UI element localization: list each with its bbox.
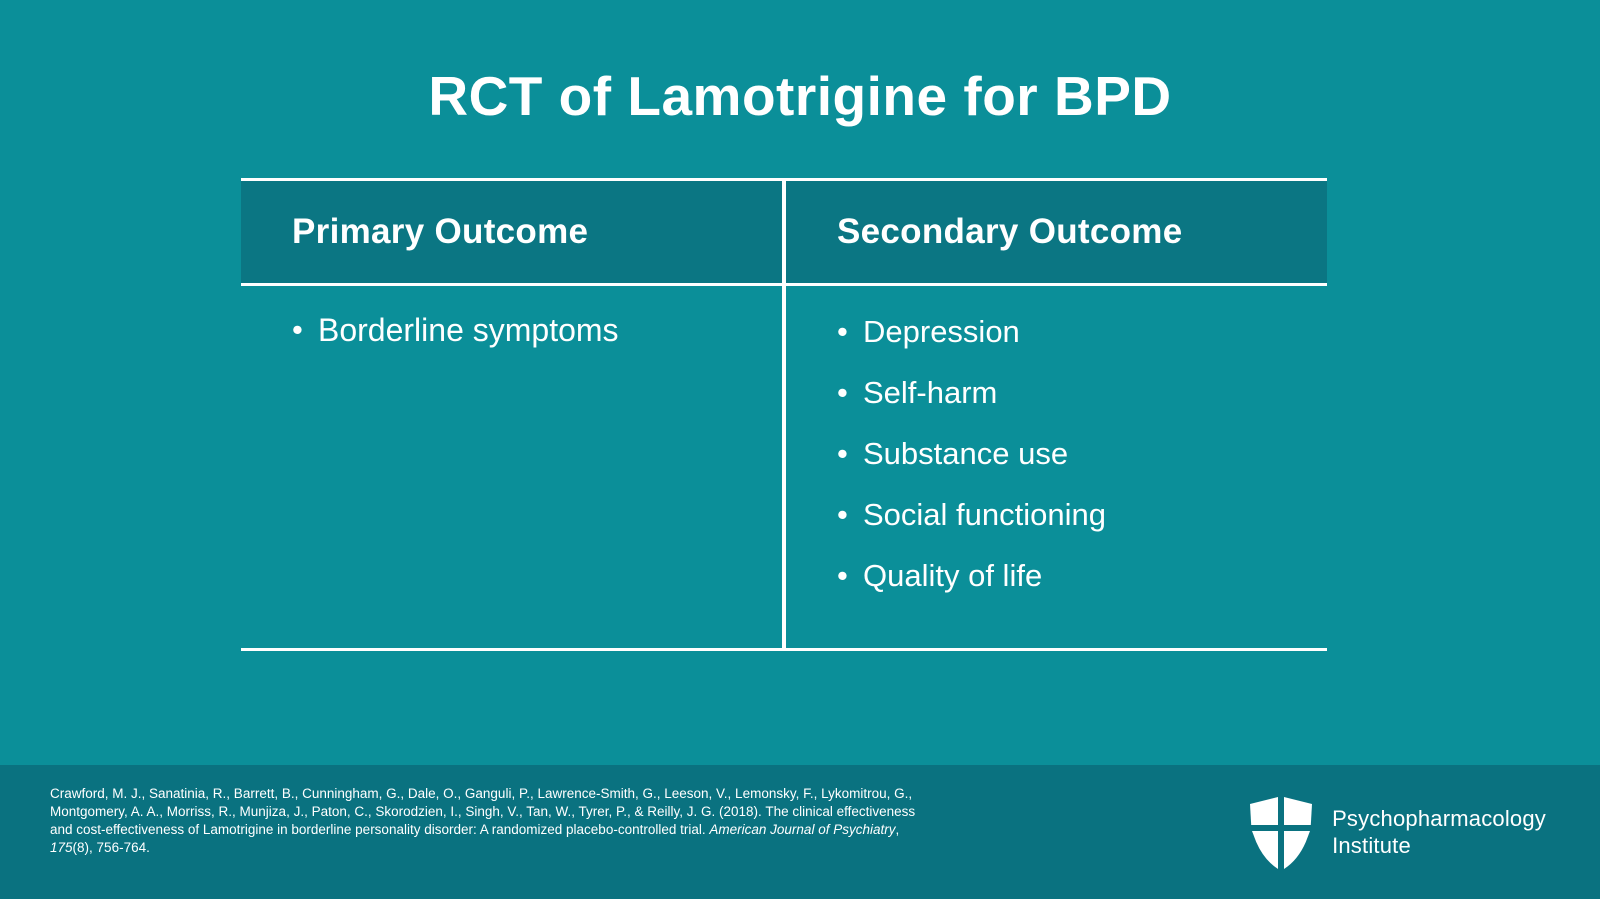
table-bottom-rule [241, 648, 1327, 651]
header-column-divider [782, 181, 786, 283]
citation-year: (2018). [719, 804, 762, 819]
brand-lockup: Psychopharmacology Institute [1248, 792, 1546, 872]
list-item: • Borderline symptoms [292, 314, 762, 346]
citation-issue: (8), [72, 840, 97, 855]
table-header-rule [241, 283, 1327, 286]
citation-separator: , [895, 822, 900, 837]
page-title: RCT of Lamotrigine for BPD [428, 65, 1172, 127]
list-item-label: Social functioning [863, 497, 1106, 532]
table-body-row: • Borderline symptoms • Depression • Sel… [241, 286, 1327, 648]
brand-name: Psychopharmacology Institute [1332, 805, 1546, 859]
table-header-cell-secondary: Secondary Outcome [786, 181, 1327, 283]
bullet-icon: • [292, 312, 303, 347]
list-item-label: Substance use [863, 436, 1069, 471]
brand-name-line2: Institute [1332, 833, 1411, 858]
primary-outcome-list: • Borderline symptoms [292, 314, 762, 346]
list-item: • Social functioning [837, 499, 1307, 530]
table-header-cell-primary: Primary Outcome [241, 181, 782, 283]
bullet-icon: • [837, 375, 848, 410]
table-cell-secondary-outcomes: • Depression • Self-harm • Substance use… [786, 286, 1327, 648]
list-item-label: Self-harm [863, 375, 998, 410]
column-header-secondary-label: Secondary Outcome [837, 212, 1183, 251]
column-header-primary-label: Primary Outcome [292, 212, 589, 251]
table-cell-primary-outcomes: • Borderline symptoms [241, 286, 782, 648]
bullet-icon: • [837, 436, 848, 471]
list-item-label: Depression [863, 314, 1020, 349]
brand-name-line1: Psychopharmacology [1332, 806, 1546, 831]
list-item: • Self-harm [837, 377, 1307, 408]
citation-reference: Crawford, M. J., Sanatinia, R., Barrett,… [50, 785, 930, 857]
list-item: • Quality of life [837, 560, 1307, 591]
list-item: • Substance use [837, 438, 1307, 469]
bullet-icon: • [837, 497, 848, 532]
bullet-icon: • [837, 558, 848, 593]
list-item: • Depression [837, 316, 1307, 347]
bullet-icon: • [837, 314, 848, 349]
citation-article-title: The clinical effectiveness and cost-effe… [50, 804, 916, 837]
outcomes-table: Primary Outcome Secondary Outcome • Bord… [241, 178, 1327, 651]
table-header-row: Primary Outcome Secondary Outcome [241, 181, 1327, 283]
list-item-label: Borderline symptoms [318, 312, 619, 348]
citation-authors: Crawford, M. J., Sanatinia, R., Barrett,… [50, 786, 913, 819]
citation-pages: 756-764. [96, 840, 150, 855]
shield-logo-icon [1250, 797, 1313, 869]
table-top-rule [241, 178, 1327, 181]
table-column-divider [782, 286, 786, 648]
list-item-label: Quality of life [863, 558, 1043, 593]
citation-journal: American Journal of Psychiatry [709, 822, 896, 837]
citation-volume: 175 [50, 840, 73, 855]
footer-bar: Crawford, M. J., Sanatinia, R., Barrett,… [0, 765, 1600, 899]
secondary-outcome-list: • Depression • Self-harm • Substance use… [837, 316, 1307, 591]
